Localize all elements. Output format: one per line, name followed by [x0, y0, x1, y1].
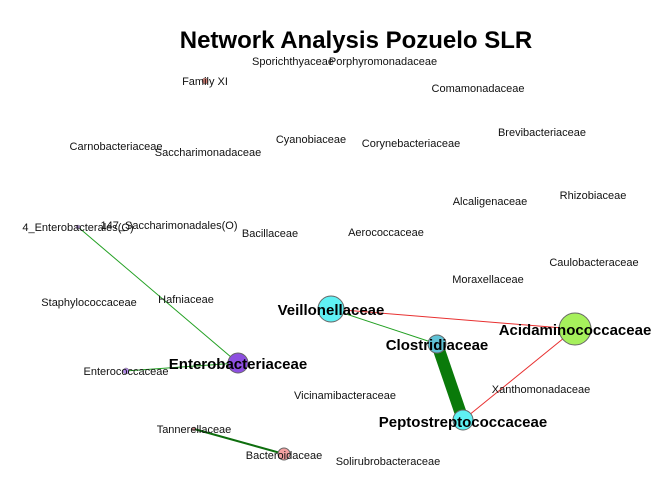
node-label-corynebacteriaceae: Corynebacteriaceae — [362, 138, 460, 150]
node-layer — [75, 77, 592, 461]
node-label-xanthomonadaceae: Xanthomonadaceae — [492, 384, 590, 396]
node-label-family_xi: Family XI — [182, 76, 228, 88]
edge-veillonellaceae-clostridiaceae — [330, 308, 438, 345]
node-label-bacteroidaceae: Bacteroidaceae — [246, 450, 322, 462]
node-label-moraxellaceae: Moraxellaceae — [452, 274, 524, 286]
node-acidaminococcaceae — [558, 312, 592, 346]
node-label-hafniaceae: Hafniaceae — [158, 294, 214, 306]
node-label-peptostreptococcaceae: Peptostreptococcaceae — [379, 414, 547, 431]
edge-tannerellaceae-bacteroidaceae — [193, 428, 285, 455]
edge-layer — [77, 226, 576, 455]
node-label-carnobacteriaceae: Carnobacteriaceae — [70, 141, 163, 153]
node-label-enterobacterales_o: 4_Enterobacterales(O) — [22, 222, 133, 234]
node-peptostreptococcaceae — [452, 409, 474, 431]
node-label-veillonellaceae: Veillonellaceae — [278, 302, 385, 319]
node-label-bacillaceae: Bacillaceae — [242, 228, 298, 240]
edge-acidaminococcaceae-peptostreptococcaceae — [462, 328, 576, 421]
node-label-brevibacteriaceae: Brevibacteriaceae — [498, 127, 586, 139]
node-enterococcaceae — [122, 367, 130, 375]
edge-veillonellaceae-acidaminococcaceae — [330, 308, 576, 330]
label-layer: Family XI SporichthyaceaePorphyromonadace… — [22, 56, 651, 468]
node-label-aerococcaceae: Aerococcaceae — [348, 227, 424, 239]
node-label-sporichthyaceae: Sporichthyaceae — [252, 56, 334, 68]
node-label-vicinamibacteraceae: Vicinamibacteraceae — [294, 390, 396, 402]
node-label-solirubrobacteraceae: Solirubrobacteraceae — [336, 456, 441, 468]
node-label-enterobacteriaceae: Enterobacteriaceae — [169, 356, 307, 373]
node-label-comamonadaceae: Comamonadaceae — [432, 83, 525, 95]
node-label-saccharimonadaceae: Saccharimonadaceae — [155, 147, 261, 159]
node-bacteroidaceae — [277, 447, 291, 461]
node-enterobacterales_o — [75, 224, 81, 230]
node-label-enterococcaceae: Enterococcaceae — [84, 366, 169, 378]
node-label-staphylococcaceae: Staphylococcaceae — [41, 297, 136, 309]
node-family_xi — [201, 77, 209, 85]
node-veillonellaceae — [317, 295, 345, 323]
edge-enterococcaceae-enterobacteriaceae — [125, 362, 239, 372]
chart-title: Network Analysis Pozuelo SLR — [180, 27, 533, 54]
node-label-clostridiaceae: Clostridiaceae — [386, 337, 489, 354]
edge-enterobacterales_o-enterobacteriaceae — [77, 226, 239, 364]
edge-clostridiaceae-peptostreptococcaceae — [431, 342, 469, 422]
node-label-acidaminococcaceae: Acidaminococcaceae — [499, 322, 652, 339]
node-label-rhizobiaceae: Rhizobiaceae — [560, 190, 627, 202]
node-label-tannerellaceae: Tannerellaceae — [157, 424, 232, 436]
node-label-caulobacteraceae: Caulobacteraceae — [549, 257, 638, 269]
node-label-saccharimonadales_o: 147_Saccharimonadales(O) — [101, 220, 238, 232]
node-label-cyanobiaceae: Cyanobiaceae — [276, 134, 346, 146]
node-label-porphyromonadaceae: Porphyromonadaceae — [329, 56, 437, 68]
node-tannerellaceae — [191, 426, 197, 432]
node-label-alcaligenaceae: Alcaligenaceae — [453, 196, 528, 208]
node-enterobacteriaceae — [227, 352, 249, 374]
node-clostridiaceae — [427, 334, 447, 354]
